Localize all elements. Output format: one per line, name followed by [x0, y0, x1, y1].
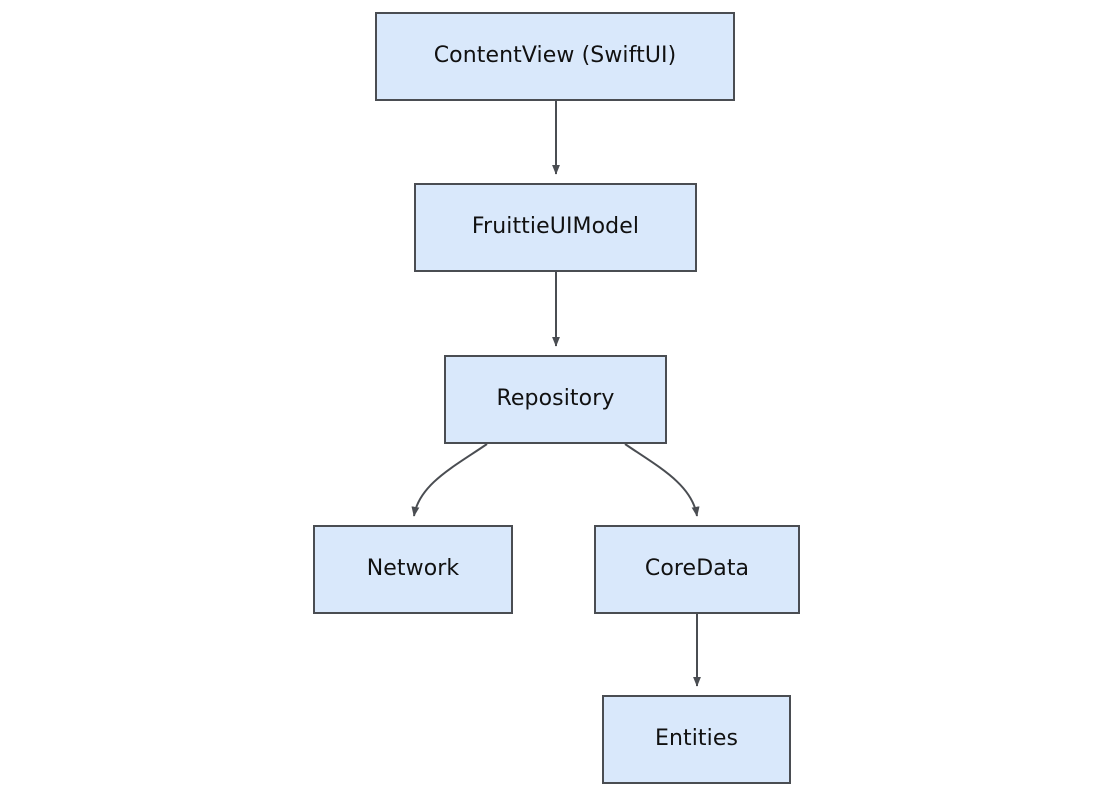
node-fruittieuimodel-label: FruittieUIModel [471, 214, 640, 240]
node-network[interactable]: Network [313, 525, 513, 614]
node-contentview[interactable]: ContentView (SwiftUI) [375, 12, 735, 101]
edge-repository-to-coredata [624, 443, 700, 517]
node-coredata-label: CoreData [644, 556, 750, 582]
node-repository[interactable]: Repository [444, 355, 667, 444]
node-entities-label: Entities [654, 726, 739, 752]
edge-repository-to-network [411, 443, 488, 517]
node-fruittieuimodel[interactable]: FruittieUIModel [414, 183, 697, 272]
node-repository-label: Repository [496, 386, 615, 412]
node-entities[interactable]: Entities [602, 695, 791, 784]
node-coredata[interactable]: CoreData [594, 525, 800, 614]
node-network-label: Network [366, 556, 460, 582]
node-contentview-label: ContentView (SwiftUI) [433, 43, 677, 69]
